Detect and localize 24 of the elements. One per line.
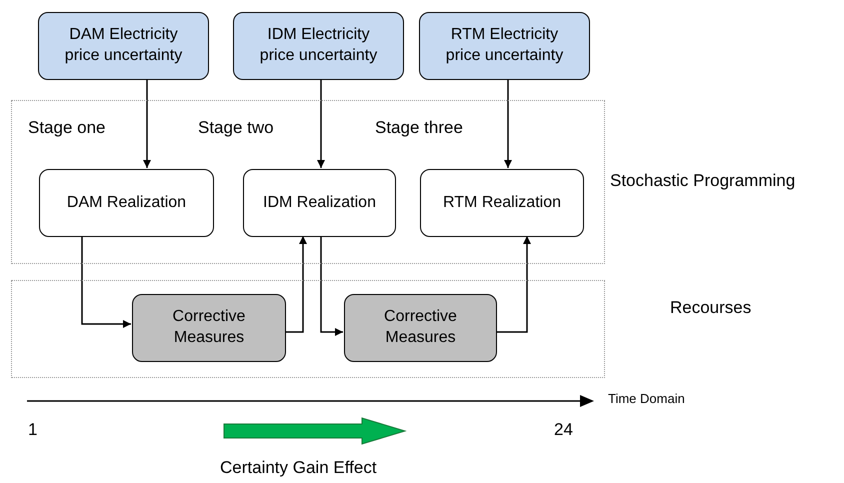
region-title: Stochastic Programming — [610, 171, 796, 191]
arrow — [496, 236, 531, 333]
region-title: Recourses — [670, 298, 752, 318]
stage-label: Stage three — [375, 118, 463, 138]
realization-box: RTM Realization — [420, 169, 584, 237]
stage-label: Stage one — [28, 118, 106, 138]
arrow — [143, 80, 151, 168]
realization-box: IDM Realization — [243, 169, 396, 237]
uncertainty-box: DAM Electricity price uncertainty — [38, 12, 209, 80]
realization-box: DAM Realization — [39, 169, 214, 237]
axis-tick-label: 1 — [28, 420, 38, 440]
arrow — [320, 236, 343, 336]
axis-tick-label: 24 — [554, 420, 573, 440]
uncertainty-box: IDM Electricity price uncertainty — [233, 12, 404, 80]
corrective-box: Corrective Measures — [132, 294, 286, 362]
arrow — [81, 236, 131, 328]
arrow — [504, 80, 512, 168]
stage-label: Stage two — [198, 118, 274, 138]
uncertainty-box: RTM Electricity price uncertainty — [419, 12, 590, 80]
arrow-caption: Certainty Gain Effect — [220, 458, 377, 478]
corrective-box: Corrective Measures — [344, 294, 497, 362]
arrow — [285, 236, 307, 333]
axis-label: Time Domain — [608, 391, 685, 406]
arrow — [317, 80, 325, 168]
